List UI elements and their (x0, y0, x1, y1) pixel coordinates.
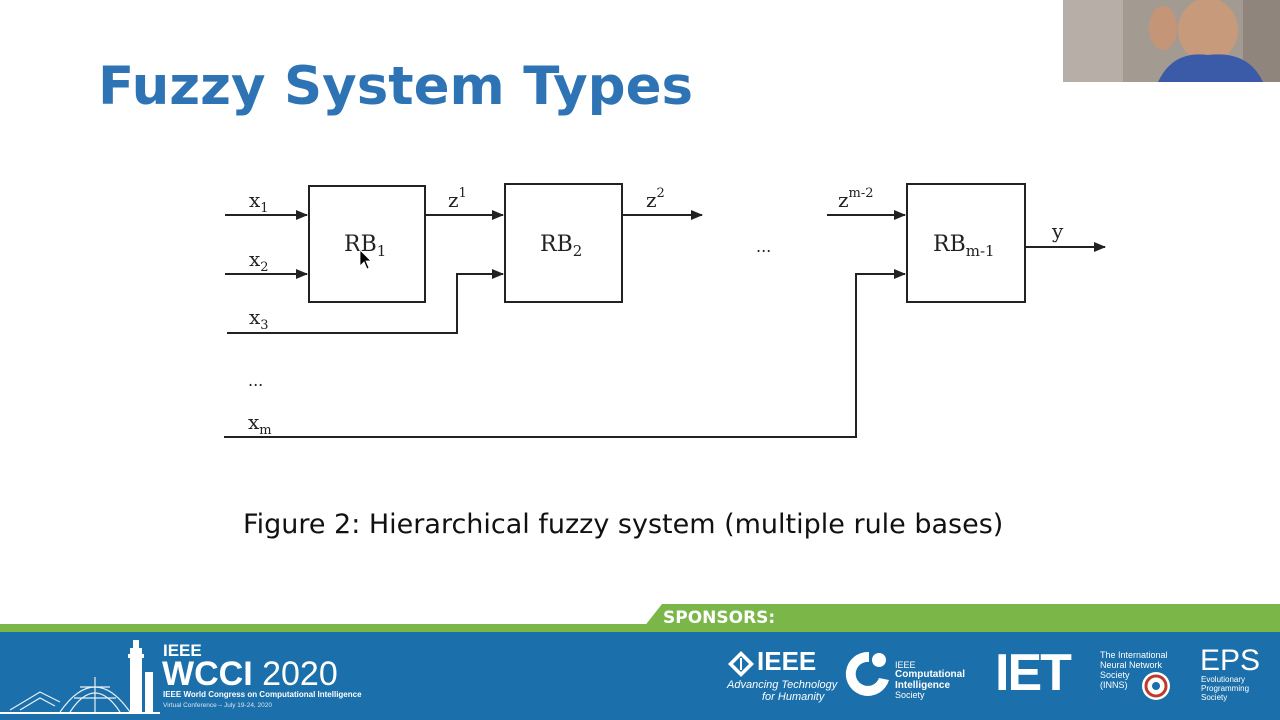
label-z1: z1 (448, 186, 467, 212)
label-x1: x1 (249, 188, 269, 216)
sponsor-cis-name-4: Society (895, 690, 925, 700)
label-x2: x2 (249, 247, 269, 275)
svg-text:RBm-1: RBm-1 (933, 232, 995, 260)
sponsor-inns-name-2: Neural Network (1100, 660, 1163, 670)
label-z2: z2 (646, 186, 665, 212)
sponsor-inns-name-1: The International (1100, 650, 1168, 660)
wcci-logo-text: WCCI 2020 (162, 655, 338, 694)
presenter-video (1063, 0, 1280, 82)
wcci-year: 2020 (262, 655, 338, 693)
ieee-diamond-icon (728, 651, 754, 677)
sponsor-eps-sub-1: Evolutionary (1201, 675, 1246, 684)
rule-base-block-m-1: RBm-1 (906, 183, 1026, 303)
ellipsis-horizontal: ... (756, 237, 771, 256)
svg-text:RB2: RB2 (540, 232, 582, 260)
figure-caption: Figure 2: Hierarchical fuzzy system (mul… (243, 509, 1004, 540)
block-label: RB (933, 232, 966, 257)
wcci-dates: Virtual Conference – July 19-24, 2020 (163, 702, 273, 709)
rule-base-block-2: RB2 (504, 183, 623, 303)
sponsors-label: SPONSORS: (663, 608, 776, 628)
block-subscript: 1 (377, 242, 387, 260)
input-line-xm (224, 269, 906, 438)
sponsor-ieee-name: IEEE (757, 646, 817, 676)
sponsor-cis-name-2: Computational (895, 669, 965, 680)
sponsor-ieee-tagline-1: Advancing Technology (727, 679, 838, 691)
sponsor-iet-name: IET (995, 644, 1072, 702)
wcci-city-skyline-icon (0, 640, 160, 714)
inns-globe-icon (1142, 672, 1170, 700)
label-zm-2: zm-2 (838, 186, 874, 212)
block-subscript: m-1 (966, 242, 995, 260)
wcci-ieee-label: IEEE (163, 641, 202, 660)
footer-green-strip (0, 624, 1280, 632)
block-subscript: 2 (573, 242, 583, 260)
presenter-video-frame (1063, 0, 1280, 82)
ellipsis-vertical: ... (248, 371, 263, 390)
label-x3: x3 (249, 305, 269, 333)
wcci-name: WCCI (162, 655, 253, 693)
cis-swirl-icon (845, 651, 889, 696)
sponsor-eps-name: EPS (1200, 644, 1261, 677)
wcci-subtitle: IEEE World Congress on Computational Int… (163, 690, 362, 699)
sponsor-eps-sub-2: Programming (1201, 684, 1250, 693)
slide-title: Fuzzy System Types (98, 56, 694, 117)
block-label: RB (540, 232, 573, 257)
mouse-cursor-icon (359, 249, 372, 270)
label-xm: xm (248, 410, 272, 438)
sponsors-tab (640, 604, 1280, 632)
sponsor-inns-name-4: (INNS) (1100, 680, 1128, 690)
sponsor-ieee-tagline-2: for Humanity (762, 691, 825, 703)
sponsor-inns-name-3: Society (1100, 670, 1130, 680)
sponsor-cis-name-3: Intelligence (895, 680, 951, 691)
sponsor-cis-name-1: IEEE (895, 660, 916, 670)
sponsor-eps-sub-3: Society (1201, 693, 1228, 702)
rule-base-block-1: RB1 (308, 185, 426, 303)
footer-banner (0, 632, 1280, 720)
label-y: y (1051, 219, 1064, 243)
input-line-x3 (227, 269, 504, 334)
